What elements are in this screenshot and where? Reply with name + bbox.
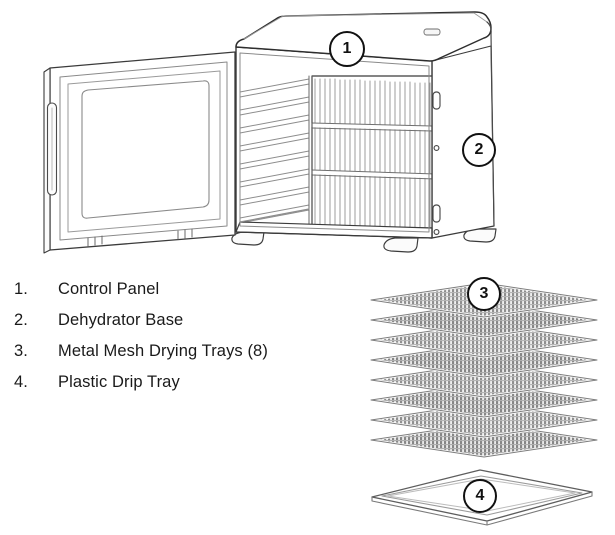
rear-fan-grille (309, 75, 432, 235)
parts-legend: 1. Control Panel 2. Dehydrator Base 3. M… (14, 280, 344, 404)
legend-number: 3. (14, 342, 28, 360)
legend-number: 2. (14, 311, 28, 329)
callout-badge-3: 3 (467, 277, 501, 311)
legend-number: 1. (14, 280, 28, 298)
callout-badge-4: 4 (463, 479, 497, 513)
open-door (43, 51, 236, 254)
callout-badge-1: 1 (329, 31, 365, 67)
control-panel (235, 11, 495, 227)
door-latches (432, 91, 441, 235)
legend-item-control-panel: 1. Control Panel (14, 280, 344, 311)
callout-badge-2: 2 (462, 133, 496, 167)
legend-label: Dehydrator Base (58, 311, 184, 329)
base-feet (231, 228, 497, 253)
legend-item-plastic-drip-tray: 4. Plastic Drip Tray (14, 373, 344, 404)
tray-rails (239, 78, 310, 224)
legend-label: Metal Mesh Drying Trays (8) (58, 342, 268, 360)
door-handle (46, 102, 58, 196)
legend-number: 4. (14, 373, 28, 391)
legend-label: Plastic Drip Tray (58, 373, 180, 391)
legend-label: Control Panel (58, 280, 160, 298)
legend-item-dehydrator-base: 2. Dehydrator Base (14, 311, 344, 342)
legend-item-metal-mesh-drying-trays: 3. Metal Mesh Drying Trays (8) (14, 342, 344, 373)
